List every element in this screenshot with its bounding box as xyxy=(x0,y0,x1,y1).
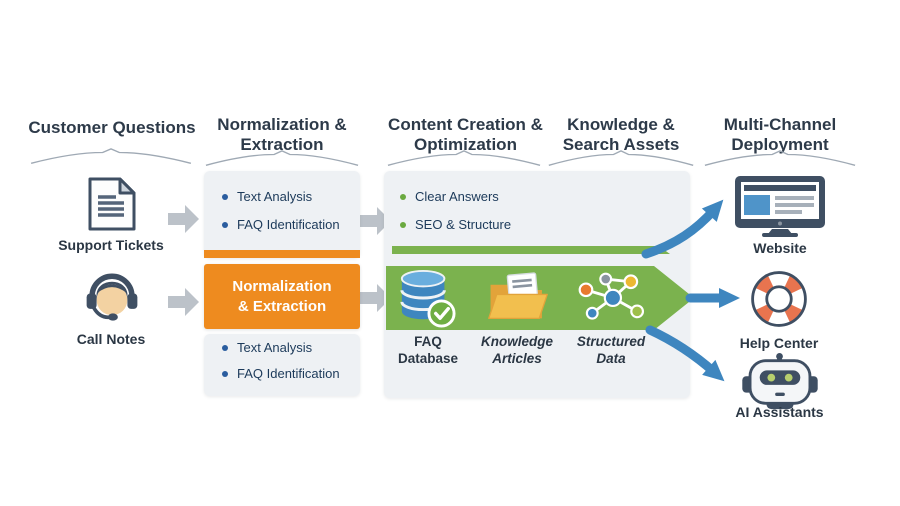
monitor-icon xyxy=(735,176,825,237)
normalization-bottom-panel xyxy=(204,334,360,396)
brace-decoration xyxy=(30,148,192,164)
channel-label-help-center: Help Center xyxy=(739,335,819,351)
flow-arrow-icon xyxy=(360,207,391,235)
column-title-knowledge-assets: Knowledge & Search Assets xyxy=(562,115,680,155)
normalization-stage-box: Normalization & Extraction xyxy=(204,264,360,329)
source-label-support-tickets: Support Tickets xyxy=(58,237,164,253)
bullet-item: FAQ Identification xyxy=(222,217,340,232)
headset-agent-icon xyxy=(86,273,138,321)
green-divider-bar xyxy=(392,246,670,254)
flow-arrow-icon xyxy=(360,284,391,312)
brace-decoration xyxy=(387,150,541,166)
bullet-dot xyxy=(222,221,228,228)
brace-decoration xyxy=(548,150,694,166)
channel-label-ai-assistants: AI Assistants xyxy=(735,404,824,420)
bullet-dot xyxy=(222,193,228,200)
flow-arrow-icon xyxy=(168,288,199,316)
bullet-dot xyxy=(222,370,228,377)
bullet-item: FAQ Identification xyxy=(222,366,340,381)
bullet-item: Text Analysis xyxy=(222,340,312,355)
bullet-item: Clear Answers xyxy=(400,189,499,204)
lifebuoy-icon xyxy=(751,271,807,327)
asset-label-faq-database: FAQ Database xyxy=(397,334,459,366)
arrow-to-website xyxy=(641,199,724,259)
bullet-dot xyxy=(400,193,406,200)
brace-decoration xyxy=(704,150,856,166)
bullet-label: FAQ Identification xyxy=(237,366,340,381)
column-title-content-creation: Content Creation & Optimization xyxy=(388,115,543,155)
bullet-dot xyxy=(400,221,406,228)
bullet-label: Text Analysis xyxy=(237,189,313,204)
flow-arrow-icon xyxy=(168,205,199,233)
robot-icon xyxy=(742,353,818,410)
database-check-icon xyxy=(400,269,456,328)
deployment-arrows xyxy=(641,199,740,382)
bullet-dot xyxy=(222,344,228,351)
arrow-to-ai-assistants xyxy=(645,325,725,382)
column-title-deployment: Multi-Channel Deployment xyxy=(723,115,837,155)
network-graph-icon xyxy=(578,272,645,320)
bullet-label: Text Analysis xyxy=(237,340,313,355)
bullet-item: Text Analysis xyxy=(222,189,312,204)
bullet-label: FAQ Identification xyxy=(237,217,340,232)
asset-label-knowledge-articles: Knowledge Articles xyxy=(480,334,553,366)
column-title-normalization: Normalization & Extraction xyxy=(217,115,347,155)
orange-divider-bar xyxy=(204,250,360,258)
asset-label-structured-data: Structured Data xyxy=(576,334,646,366)
normalization-top-panel xyxy=(204,171,360,258)
brace-decoration xyxy=(205,150,359,166)
bullet-label: Clear Answers xyxy=(415,189,499,204)
folder-document-icon xyxy=(488,272,548,320)
source-label-call-notes: Call Notes xyxy=(76,331,146,347)
bullet-label: SEO & Structure xyxy=(415,217,512,232)
bullet-item: SEO & Structure xyxy=(400,217,511,232)
document-icon xyxy=(88,177,136,231)
channel-label-website: Website xyxy=(753,240,807,256)
column-title-customer-questions: Customer Questions xyxy=(28,118,196,137)
